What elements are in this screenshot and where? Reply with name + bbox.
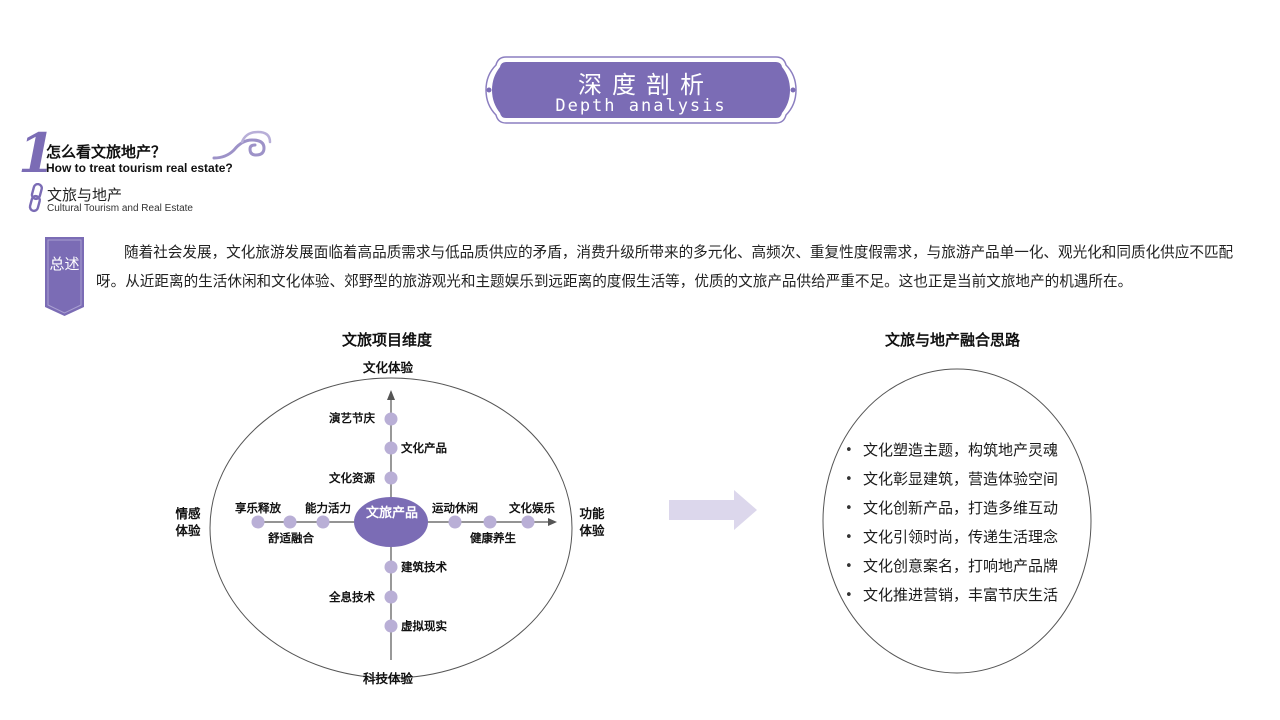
node-down-3 — [384, 619, 398, 633]
badge-frame — [485, 56, 797, 124]
node-label: 文化资源 — [329, 471, 375, 485]
axis-label-right: 功能体验 — [579, 506, 605, 538]
section-title: 怎么看文旅地产？ — [46, 143, 167, 161]
summary-tag-label: 总述 — [49, 255, 80, 273]
list-item: 文化创意案名，打响地产品牌 — [845, 552, 1058, 581]
node-right-1 — [448, 515, 462, 529]
node-label: 全息技术 — [329, 590, 375, 604]
left-diagram-title: 文旅项目维度 — [342, 331, 433, 349]
list-item: 文化创新产品，打造多维互动 — [845, 494, 1058, 523]
node-label: 虚拟现实 — [401, 619, 447, 633]
node-down-2 — [384, 590, 398, 604]
node-left-3 — [316, 515, 330, 529]
right-diagram-title: 文旅与地产融合思路 — [885, 331, 1021, 349]
list-item: 文化塑造主题，构筑地产灵魂 — [845, 436, 1058, 465]
section-title-en: How to treat tourism real estate? — [46, 161, 233, 175]
axis-nodes — [251, 412, 535, 633]
fusion-circle — [822, 368, 1092, 674]
node-right-2 — [483, 515, 497, 529]
axis-label-bottom: 科技体验 — [363, 671, 414, 686]
summary-paragraph: 随着社会发展，文化旅游发展面临着高品质需求与低品质供应的矛盾，消费升级所带来的多… — [96, 244, 1234, 290]
center-node — [354, 497, 428, 547]
summary-tag-shape — [45, 237, 84, 316]
node-left-2 — [283, 515, 297, 529]
page-title: 深度剖析 — [578, 71, 714, 99]
node-label: 享乐释放 — [235, 501, 281, 515]
section-number: 1 — [18, 121, 56, 185]
node-right-3 — [521, 515, 535, 529]
header-badge: 深度剖析 Depth analysis — [484, 55, 798, 125]
cloud-swirl-icon — [212, 130, 272, 160]
axis-label-left: 情感体验 — [175, 506, 201, 538]
chain-link-icon — [28, 183, 43, 213]
dimension-ellipse — [209, 377, 573, 679]
node-down-1 — [384, 560, 398, 574]
node-left-1 — [251, 515, 265, 529]
center-node-label: 文旅产品 — [365, 506, 418, 521]
subsection-title-en: Cultural Tourism and Real Estate — [47, 203, 193, 214]
list-item: 文化推进营销，丰富节庆生活 — [845, 581, 1058, 610]
node-label: 能力活力 — [305, 501, 351, 515]
node-up-1 — [384, 412, 398, 426]
list-item: 文化引领时尚，传递生活理念 — [845, 523, 1058, 552]
axis-label-top: 文化体验 — [363, 360, 414, 375]
summary-tag: 总述 — [45, 237, 84, 317]
fusion-list: 文化塑造主题，构筑地产灵魂 文化彰显建筑，营造体验空间 文化创新产品，打造多维互… — [845, 436, 1058, 610]
node-label: 运动休闲 — [432, 501, 478, 515]
node-label: 文化产品 — [401, 441, 447, 455]
page-subtitle: Depth analysis — [555, 96, 727, 116]
node-label: 建筑技术 — [401, 560, 447, 574]
node-label: 演艺节庆 — [329, 411, 375, 425]
node-label: 文化娱乐 — [509, 501, 555, 515]
axis-arrow-up — [387, 390, 395, 400]
subsection-title: 文旅与地产 — [47, 186, 123, 204]
node-label: 健康养生 — [470, 531, 516, 545]
transition-arrow — [669, 490, 757, 530]
node-up-2 — [384, 441, 398, 455]
node-up-3 — [384, 471, 398, 485]
list-item: 文化彰显建筑，营造体验空间 — [845, 465, 1058, 494]
node-label: 舒适融合 — [268, 531, 314, 545]
axis-arrow-right — [548, 518, 557, 526]
